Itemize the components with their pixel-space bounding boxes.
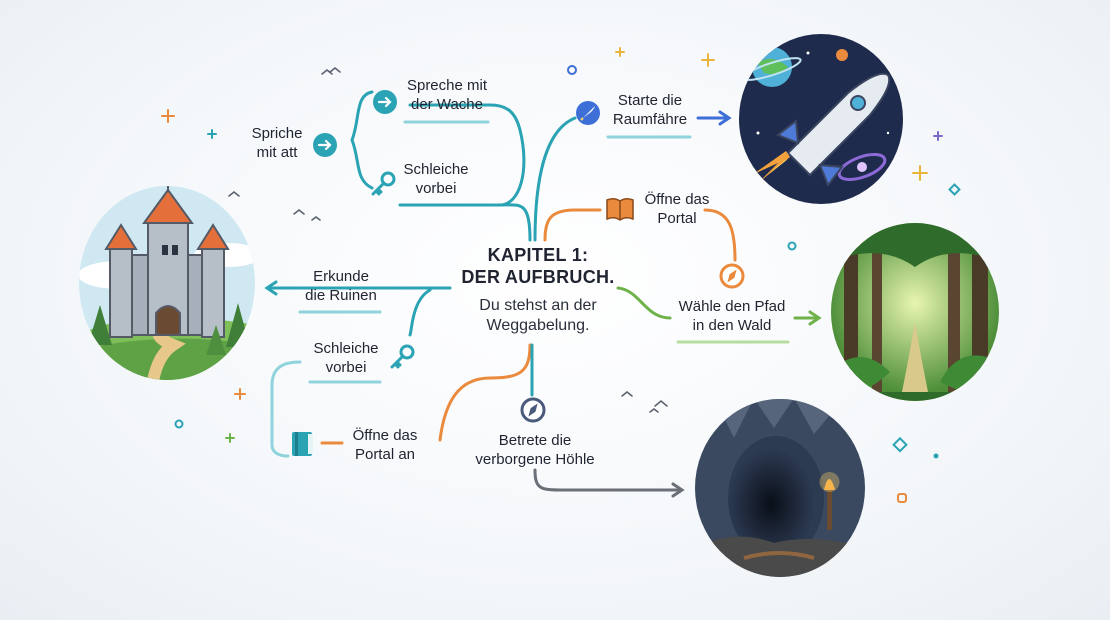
choice-label-line2: der Wache <box>411 96 483 113</box>
key-icon <box>388 343 416 376</box>
chapter-text-line1: Du stehst an der <box>479 297 597 314</box>
ruins-arrow-head <box>264 280 278 296</box>
choice-label-line1: Öffne das <box>352 427 418 444</box>
decorations <box>161 47 961 503</box>
book-icon <box>290 430 316 463</box>
choice-label-line1: Wähle den Pfad <box>678 298 786 315</box>
choice-label-line2: mit att <box>256 144 298 161</box>
compass-icon <box>519 396 547 429</box>
choice-speak-att[interactable]: Spriche mit att <box>240 124 314 162</box>
choice-portal-top[interactable]: Öffne das Portal <box>636 190 718 228</box>
chapter-title-line2: DER AUFBRUCH. <box>461 267 615 287</box>
link-to-portal-bottom <box>438 343 532 442</box>
choice-label-line1: Spreche mit <box>406 77 488 94</box>
chapter-text: Du stehst an der Weggabelung. <box>440 296 636 336</box>
bracket-bottom <box>270 360 302 458</box>
choice-explore-ruins[interactable]: Erkunde die Ruinen <box>296 267 386 305</box>
choice-sneak-top[interactable]: Schleiche vorbei <box>394 160 478 198</box>
choice-label-line2: Portal <box>657 210 697 227</box>
cave-scene <box>694 398 866 578</box>
link-portal-to-forest <box>703 208 737 262</box>
ship-arrow-head <box>718 110 732 126</box>
chapter-text-line2: Weggabelung. <box>486 317 590 334</box>
choice-label-line1: Öffne das <box>644 191 710 208</box>
castle-scene <box>78 185 256 381</box>
link-to-sneak-bottom <box>408 288 432 337</box>
choice-label-line1: Spriche <box>251 125 303 142</box>
arrow-right-icon <box>372 89 398 120</box>
book-icon <box>605 196 635 227</box>
choice-label-line1: Schleiche <box>403 161 469 178</box>
choice-launch-ship[interactable]: Starte die Raumfähre <box>604 91 696 129</box>
choice-speak-guard[interactable]: Spreche mit der Wache <box>398 76 496 114</box>
choice-label-line1: Betrete die <box>498 432 572 449</box>
forest-arrow-head <box>808 310 822 326</box>
choice-label-line2: Portal an <box>354 446 416 463</box>
choice-label-line2: vorbei <box>415 180 457 197</box>
spaceship-scene <box>738 33 904 205</box>
chapter-title-line1: KAPITEL 1: <box>487 245 589 265</box>
choice-label-line2: Raumfähre <box>612 111 688 128</box>
rocket-icon <box>575 100 601 131</box>
link-cave-arrow <box>533 468 682 492</box>
choice-sneak-bottom[interactable]: Schleiche vorbei <box>304 339 388 377</box>
cave-arrow-head <box>671 482 685 498</box>
link-guard-branch <box>408 103 526 207</box>
choice-enter-cave[interactable]: Betrete die verborgene Höhle <box>464 431 606 469</box>
choice-label-line2: verborgene Höhle <box>475 451 595 468</box>
compass-icon <box>718 262 746 295</box>
choice-label-line1: Starte die <box>617 92 683 109</box>
link-center-to-ship <box>533 116 577 242</box>
choice-label-line2: die Ruinen <box>305 287 377 304</box>
cave-icon <box>695 399 865 577</box>
choice-portal-bottom[interactable]: Öffne das Portal an <box>344 426 426 464</box>
spaceship-icon <box>739 34 903 204</box>
choice-label-line1: Erkunde <box>313 268 369 285</box>
link-center-to-guard <box>398 203 532 242</box>
link-center-to-portal-top <box>543 208 602 242</box>
choice-label-line2: in den Wald <box>692 317 772 334</box>
choice-forest-path[interactable]: Wähle den Pfad in den Wald <box>670 297 794 335</box>
choice-label-line1: Schleiche <box>313 340 379 357</box>
key-icon <box>369 170 397 203</box>
forest-scene <box>830 222 1000 402</box>
choice-label-line2: vorbei <box>325 359 367 376</box>
arrow-right-icon <box>312 132 338 163</box>
brace-left <box>350 90 374 190</box>
forest-icon <box>831 223 999 401</box>
chapter-title: KAPITEL 1: DER AUFBRUCH. <box>440 244 636 288</box>
castle-icon <box>79 186 255 380</box>
link-center-to-forest <box>616 286 672 320</box>
